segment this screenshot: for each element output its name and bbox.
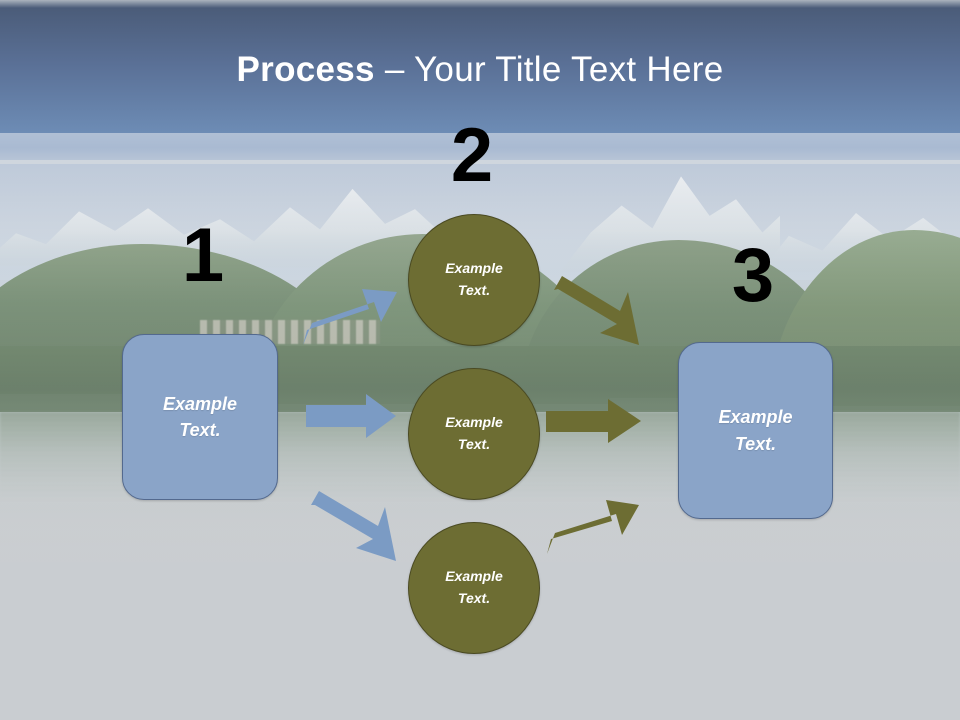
step-number-2: 2 xyxy=(450,113,494,198)
step-number-1: 1 xyxy=(181,213,225,298)
process-end-box[interactable]: Example Text. xyxy=(678,342,833,519)
process-start-box-label: Example Text. xyxy=(162,393,238,440)
process-circle-top-label: Example Text. xyxy=(445,260,503,298)
process-end-box-label: Example Text. xyxy=(718,407,793,454)
page-title-bold: Process xyxy=(236,50,375,89)
process-circle-middle-label: Example Text. xyxy=(445,414,503,452)
process-circle-bottom-label: Example Text. xyxy=(445,568,503,606)
step-number-3: 3 xyxy=(731,233,775,318)
header-band xyxy=(0,0,960,133)
process-circle-top[interactable]: Example Text. xyxy=(408,214,540,346)
page-title-separator: – xyxy=(374,50,414,89)
header-divider xyxy=(0,160,960,164)
page-title-rest: Your Title Text Here xyxy=(414,50,724,89)
header-secondary-band xyxy=(0,133,960,160)
page-title: Process – Your Title Text Here xyxy=(0,50,960,90)
process-circle-bottom[interactable]: Example Text. xyxy=(408,522,540,654)
process-start-box[interactable]: Example Text. xyxy=(122,334,278,500)
process-circle-middle[interactable]: Example Text. xyxy=(408,368,540,500)
